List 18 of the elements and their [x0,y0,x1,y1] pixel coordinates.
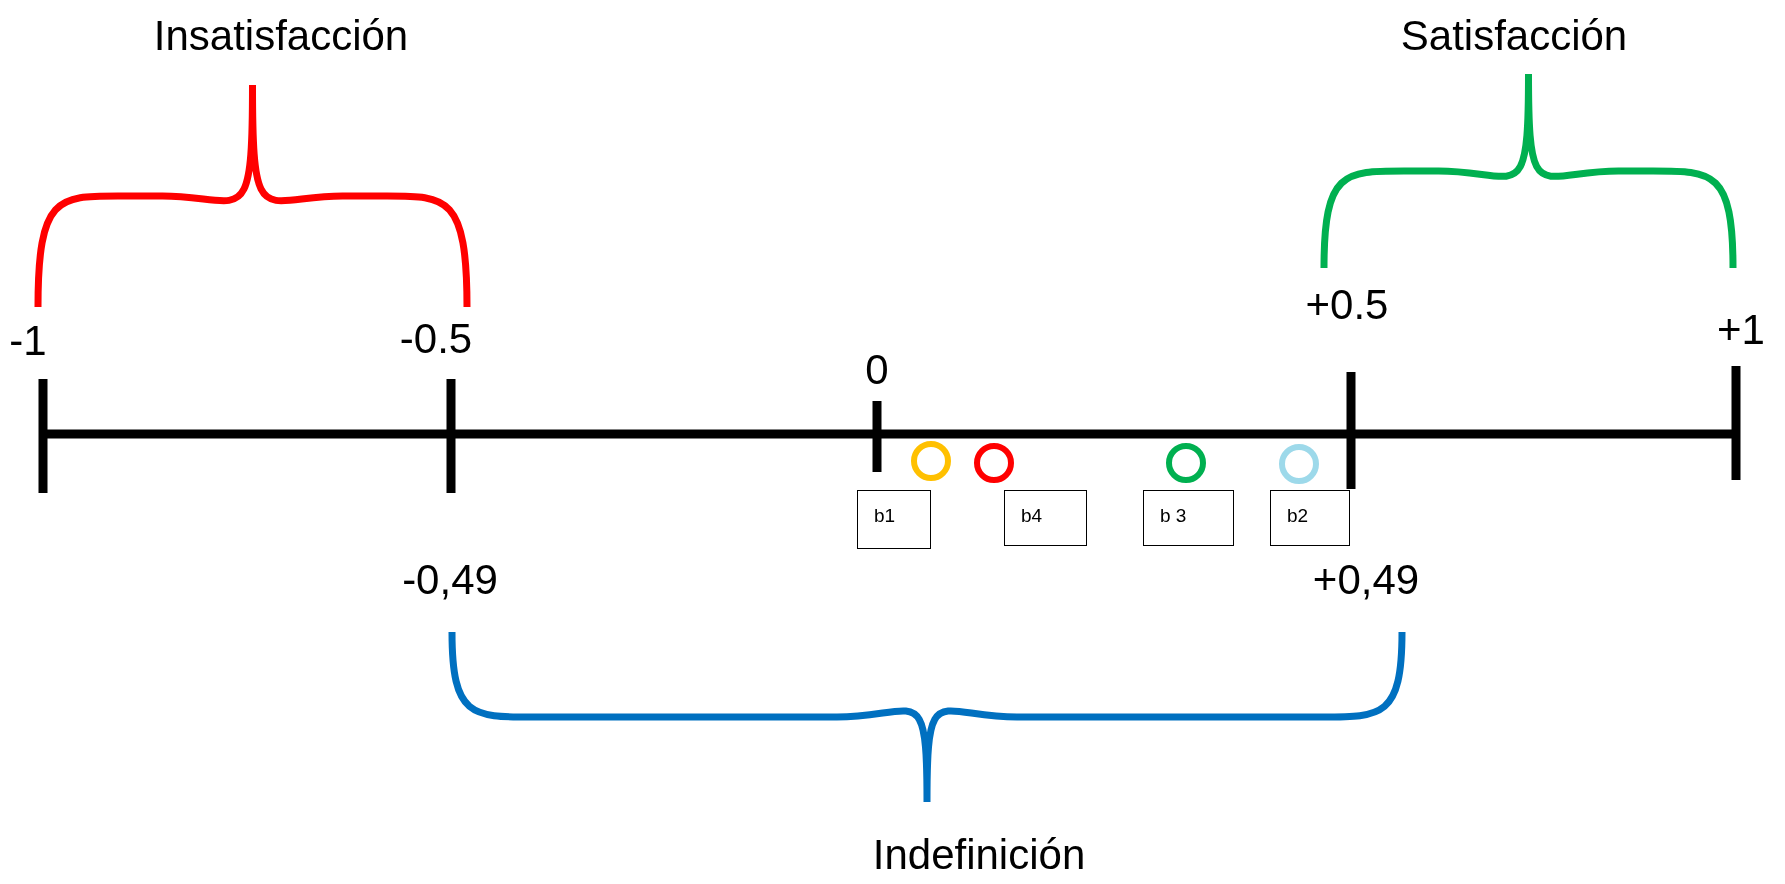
range-label: +0,49 [1312,556,1420,604]
tick-label: 0 [865,346,889,394]
point-marker [1279,444,1319,484]
label-box: b2 [1270,490,1350,546]
point-marker [974,443,1014,483]
point-marker [911,441,951,481]
group-heading: Insatisfacción [153,12,409,60]
tick-label: +0.5 [1305,281,1389,329]
label-box: b 3 [1143,490,1234,546]
point-marker [1166,443,1206,483]
label-box: b1 [857,490,931,549]
group-heading: Satisfacción [1400,12,1628,60]
range-label: -0,49 [402,556,498,604]
tick-label: -0.5 [399,315,473,363]
group-heading: Indefinición [872,831,1086,879]
tick-label: +1 [1717,306,1765,354]
tick-label: -1 [9,317,47,365]
label-box: b4 [1004,490,1087,546]
